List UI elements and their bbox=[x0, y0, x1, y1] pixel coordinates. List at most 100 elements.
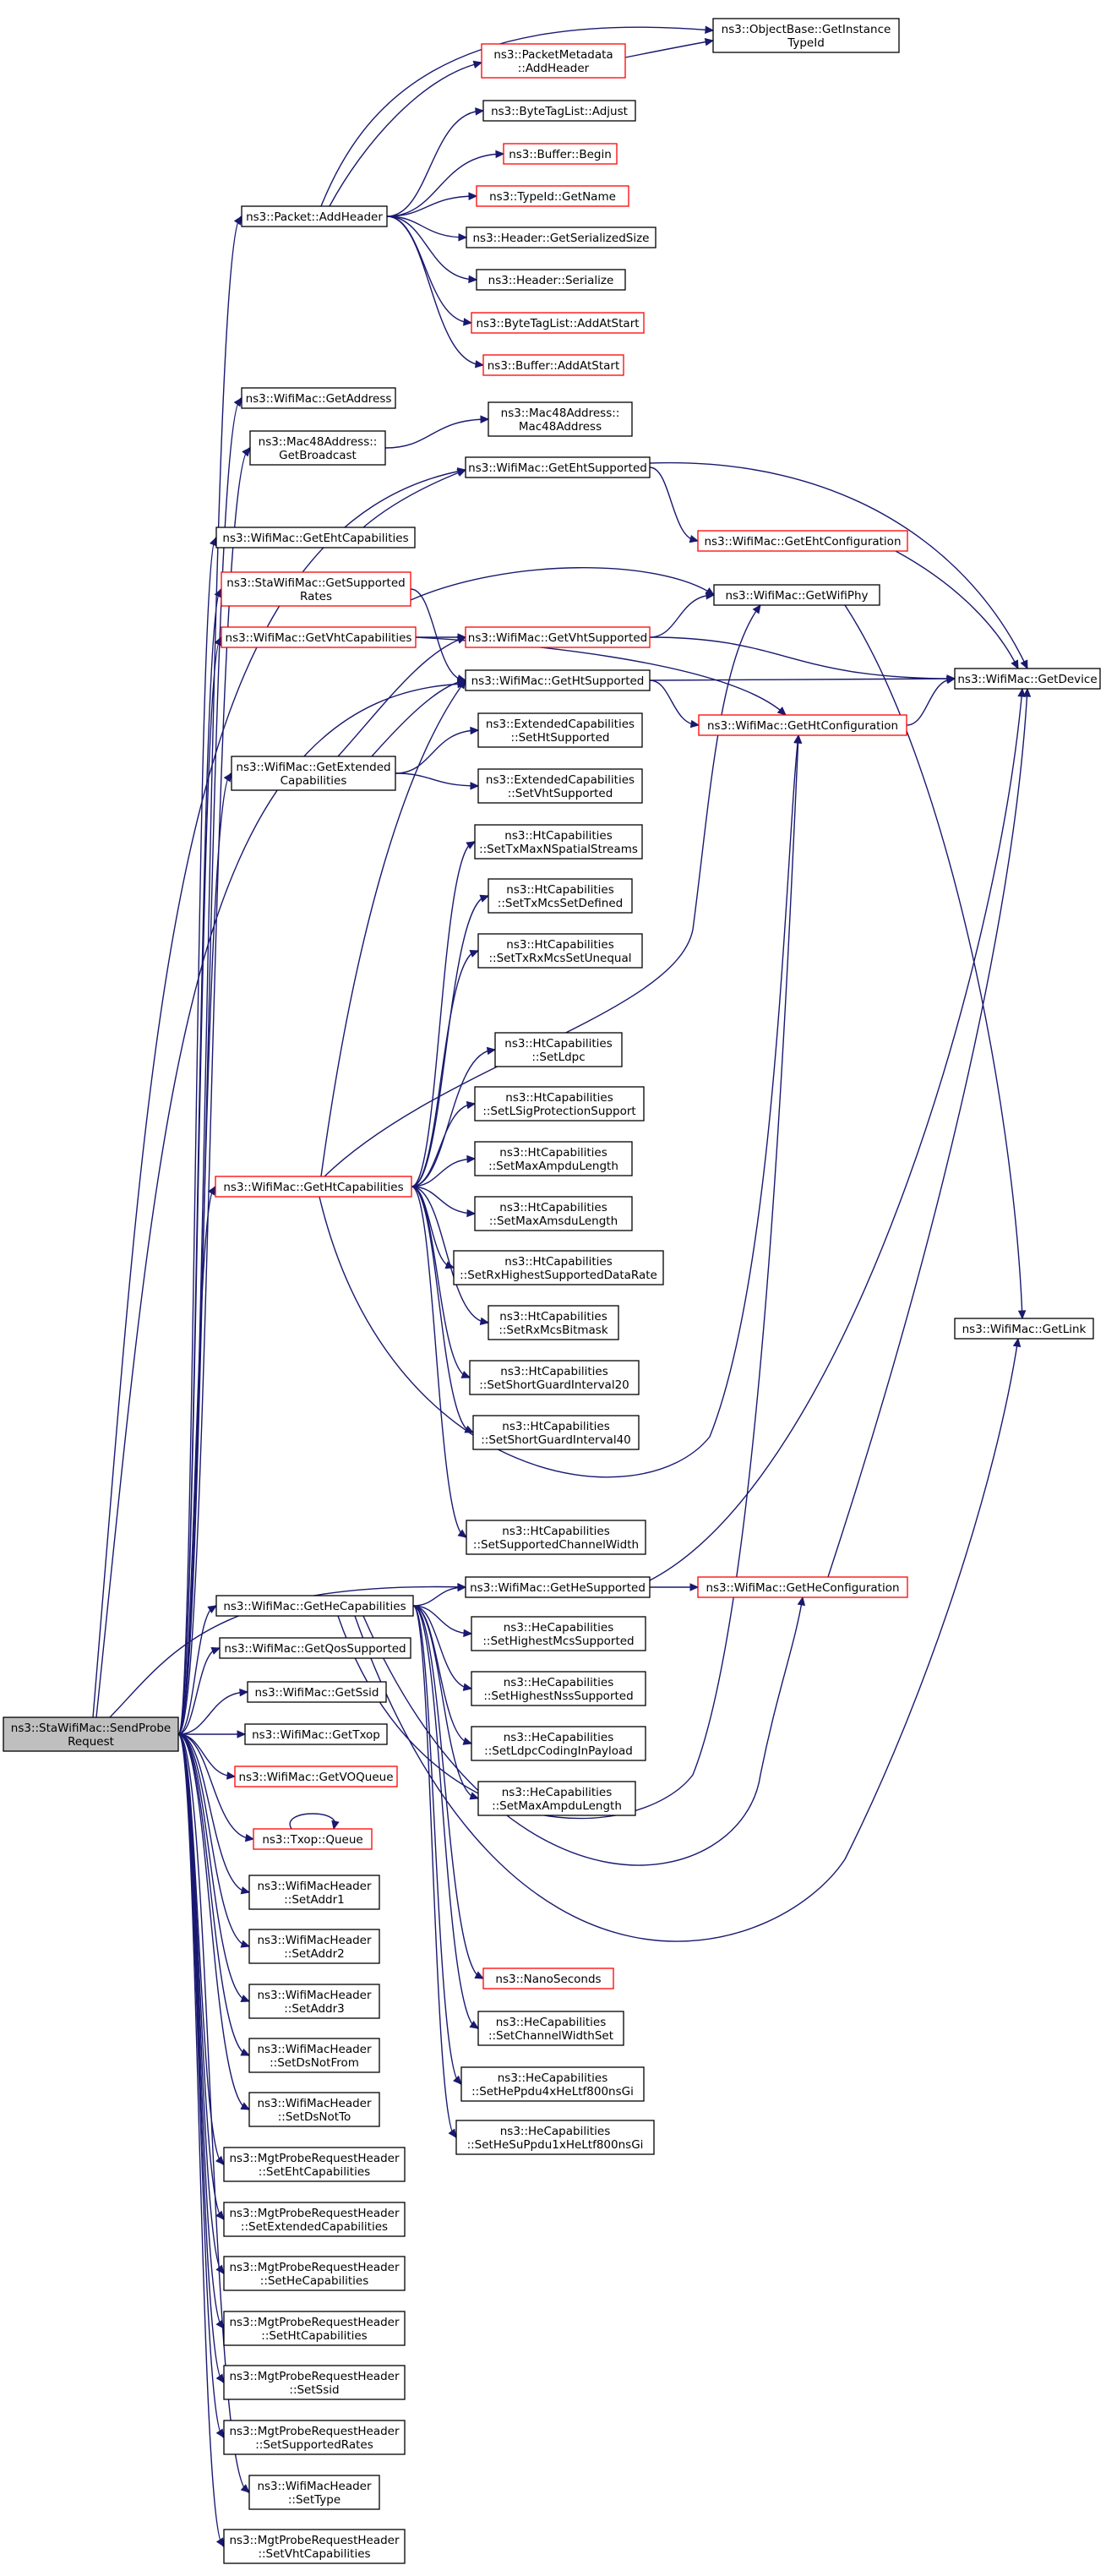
node-mprVht[interactable]: ns3::MgtProbeRequestHeader::SetVhtCapabi… bbox=[223, 2529, 406, 2564]
node-extSetVht[interactable]: ns3::ExtendedCapabilities::SetVhtSupport… bbox=[477, 768, 643, 804]
node-nanoSec[interactable]: ns3::NanoSeconds bbox=[482, 1967, 614, 1989]
node-box-setDsNotTo bbox=[248, 2092, 380, 2127]
node-hdrGetSize[interactable]: ns3::Header::GetSerializedSize bbox=[466, 226, 657, 248]
edge-getHeCaps-to-getLink bbox=[354, 1338, 1019, 1942]
node-mprRates[interactable]: ns3::MgtProbeRequestHeader::SetSupported… bbox=[223, 2420, 406, 2455]
node-setAddr3[interactable]: ns3::WifiMacHeader::SetAddr3 bbox=[248, 1984, 380, 2019]
node-mprHe[interactable]: ns3::MgtProbeRequestHeader::SetHeCapabil… bbox=[223, 2256, 406, 2291]
arrowhead-root-to-getTxop bbox=[237, 1730, 247, 1738]
node-getTxop[interactable]: ns3::WifiMac::GetTxop bbox=[244, 1723, 388, 1745]
node-hdrSerialize[interactable]: ns3::Header::Serialize bbox=[476, 269, 626, 291]
arrowhead-getHeSupp-to-getDevice bbox=[1017, 687, 1026, 697]
node-box-htSgi40 bbox=[472, 1415, 640, 1450]
node-htRxHigh[interactable]: ns3::HtCapabilities::SetRxHighestSupport… bbox=[453, 1250, 664, 1285]
node-htLdpc[interactable]: ns3::HtCapabilities::SetLdpc bbox=[494, 1032, 623, 1067]
arrowhead-root-to-mprHe bbox=[215, 2264, 225, 2274]
node-box-getVhtSupp bbox=[465, 626, 651, 648]
node-getVOQueue[interactable]: ns3::WifiMac::GetVOQueue bbox=[234, 1766, 398, 1787]
node-getSsid[interactable]: ns3::WifiMac::GetSsid bbox=[247, 1681, 387, 1703]
node-getVhtSupp[interactable]: ns3::WifiMac::GetVhtSupported bbox=[465, 626, 651, 648]
node-getWifiPhy[interactable]: ns3::WifiMac::GetWifiPhy bbox=[713, 584, 880, 606]
node-htLsig[interactable]: ns3::HtCapabilities::SetLSigProtectionSu… bbox=[474, 1086, 645, 1122]
node-tidGetName[interactable]: ns3::TypeId::GetName bbox=[476, 185, 629, 207]
arrowhead-getHeCaps-to-getHtConf bbox=[793, 734, 803, 744]
node-box-htRxHigh bbox=[453, 1250, 664, 1285]
node-txopQueue[interactable]: ns3::Txop::Queue bbox=[253, 1828, 373, 1850]
node-pmAddHeader[interactable]: ns3::PacketMetadata::AddHeader bbox=[481, 43, 626, 79]
arrowhead-root-to-setAddr3 bbox=[240, 1995, 251, 2003]
node-setType[interactable]: ns3::WifiMacHeader::SetType bbox=[248, 2475, 380, 2510]
node-bufBegin[interactable]: ns3::Buffer::Begin bbox=[503, 143, 618, 165]
node-btlAdjust[interactable]: ns3::ByteTagList::Adjust bbox=[482, 100, 636, 122]
node-setAddr1[interactable]: ns3::WifiMacHeader::SetAddr1 bbox=[248, 1875, 380, 1910]
node-htSgi40[interactable]: ns3::HtCapabilities::SetShortGuardInterv… bbox=[472, 1415, 640, 1450]
node-mprHt[interactable]: ns3::MgtProbeRequestHeader::SetHtCapabil… bbox=[223, 2311, 406, 2346]
node-getHeConf[interactable]: ns3::WifiMac::GetHeConfiguration bbox=[697, 1576, 908, 1598]
node-bufAddAtStart[interactable]: ns3::Buffer::AddAtStart bbox=[482, 354, 624, 376]
node-label-getHtSupp-0: ns3::WifiMac::GetHtSupported bbox=[471, 674, 645, 688]
node-mprEht[interactable]: ns3::MgtProbeRequestHeader::SetEhtCapabi… bbox=[223, 2147, 406, 2182]
arrowhead-getEhtSupp-to-getDevice bbox=[1020, 659, 1028, 670]
node-box-getEhtConf bbox=[697, 530, 908, 552]
node-box-getHtSupp bbox=[465, 669, 651, 691]
node-getQos[interactable]: ns3::WifiMac::GetQosSupported bbox=[219, 1637, 411, 1659]
node-label-getEhtCaps-0: ns3::WifiMac::GetEhtCapabilities bbox=[222, 532, 408, 545]
node-htTxMaxNss[interactable]: ns3::HtCapabilities::SetTxMaxNSpatialStr… bbox=[474, 824, 643, 860]
node-getHtSupp[interactable]: ns3::WifiMac::GetHtSupported bbox=[465, 669, 651, 691]
node-box-getVOQueue bbox=[234, 1766, 398, 1787]
node-setDsNotFrom[interactable]: ns3::WifiMacHeader::SetDsNotFrom bbox=[248, 2038, 380, 2073]
node-htTxMcsDef[interactable]: ns3::HtCapabilities::SetTxMcsSetDefined bbox=[488, 878, 633, 914]
node-heAmpdu[interactable]: ns3::HeCapabilities::SetMaxAmpduLength bbox=[477, 1781, 636, 1816]
node-macCtor[interactable]: ns3::Mac48Address::Mac48Address bbox=[488, 401, 633, 437]
node-getEhtSupp[interactable]: ns3::WifiMac::GetEhtSupported bbox=[465, 456, 651, 478]
node-box-heMcs bbox=[471, 1616, 646, 1651]
node-label-getQos-0: ns3::WifiMac::GetQosSupported bbox=[224, 1642, 406, 1656]
node-getEhtConf[interactable]: ns3::WifiMac::GetEhtConfiguration bbox=[697, 530, 908, 552]
node-getEhtCaps[interactable]: ns3::WifiMac::GetEhtCapabilities bbox=[215, 527, 416, 548]
node-getVhtCaps[interactable]: ns3::WifiMac::GetVhtCapabilities bbox=[221, 626, 417, 648]
node-heChWidth[interactable]: ns3::HeCapabilities::SetChannelWidthSet bbox=[477, 2011, 624, 2046]
node-heSuPpdu1x[interactable]: ns3::HeCapabilities::SetHeSuPpdu1xHeLtf8… bbox=[455, 2120, 655, 2155]
node-btlAddAtStart[interactable]: ns3::ByteTagList::AddAtStart bbox=[471, 312, 645, 334]
node-addHeader[interactable]: ns3::Packet::AddHeader bbox=[241, 205, 388, 227]
node-box-objGetTid bbox=[712, 18, 900, 53]
node-getLink[interactable]: ns3::WifiMac::GetLink bbox=[954, 1318, 1094, 1340]
node-getHtConf[interactable]: ns3::WifiMac::GetHtConfiguration bbox=[698, 714, 907, 736]
node-htTxRxUneq[interactable]: ns3::HtCapabilities::SetTxRxMcsSetUnequa… bbox=[477, 933, 643, 969]
edge-addHeader-to-tidGetName bbox=[386, 195, 477, 217]
node-htAmsdu[interactable]: ns3::HtCapabilities::SetMaxAmsduLength bbox=[474, 1196, 633, 1231]
edge-getEhtCaps-to-getEhtSupp bbox=[362, 469, 466, 528]
node-getHtCaps[interactable]: ns3::WifiMac::GetHtCapabilities bbox=[215, 1176, 412, 1198]
node-getHeSupp[interactable]: ns3::WifiMac::GetHeSupported bbox=[465, 1576, 651, 1598]
node-getHeCaps[interactable]: ns3::WifiMac::GetHeCapabilities bbox=[215, 1595, 414, 1617]
node-htRxMcs[interactable]: ns3::HtCapabilities::SetRxMcsBitmask bbox=[488, 1305, 619, 1340]
node-box-getEhtCaps bbox=[215, 527, 416, 548]
node-box-setAddr3 bbox=[248, 1984, 380, 2019]
node-box-macCtor bbox=[488, 401, 633, 437]
node-setAddr2[interactable]: ns3::WifiMacHeader::SetAddr2 bbox=[248, 1929, 380, 1964]
node-box-tidGetName bbox=[476, 185, 629, 207]
node-heLdpc[interactable]: ns3::HeCapabilities::SetLdpcCodingInPayl… bbox=[471, 1726, 646, 1761]
node-extSetHt[interactable]: ns3::ExtendedCapabilities::SetHtSupporte… bbox=[477, 712, 643, 748]
node-heMcs[interactable]: ns3::HeCapabilities::SetHighestMcsSuppor… bbox=[471, 1616, 646, 1651]
node-setDsNotTo[interactable]: ns3::WifiMacHeader::SetDsNotTo bbox=[248, 2092, 380, 2127]
node-htAmpdu[interactable]: ns3::HtCapabilities::SetMaxAmpduLength bbox=[474, 1141, 633, 1176]
node-mprExt[interactable]: ns3::MgtProbeRequestHeader::SetExtendedC… bbox=[223, 2202, 406, 2237]
node-label-heMcs-0: ns3::HeCapabilities bbox=[504, 1621, 613, 1635]
node-heNss[interactable]: ns3::HeCapabilities::SetHighestNssSuppor… bbox=[471, 1671, 646, 1706]
node-htChWidth[interactable]: ns3::HtCapabilities::SetSupportedChannel… bbox=[466, 1520, 646, 1555]
node-box-getDevice bbox=[954, 668, 1101, 690]
node-mprSsid[interactable]: ns3::MgtProbeRequestHeader::SetSsid bbox=[223, 2365, 406, 2400]
node-hePpdu4x[interactable]: ns3::HeCapabilities::SetHePpdu4xHeLtf800… bbox=[460, 2066, 645, 2102]
node-label-hePpdu4x-1: ::SetHePpdu4xHeLtf800nsGi bbox=[471, 2085, 634, 2098]
node-htSgi20[interactable]: ns3::HtCapabilities::SetShortGuardInterv… bbox=[469, 1360, 640, 1395]
node-getBroadcast[interactable]: ns3::Mac48Address::GetBroadcast bbox=[249, 430, 386, 466]
node-getAddress[interactable]: ns3::WifiMac::GetAddress bbox=[241, 387, 396, 409]
edge-root-to-getHeSupp bbox=[109, 1585, 466, 1718]
arrowhead-root-to-getHtCaps bbox=[207, 1185, 216, 1196]
node-getDevice[interactable]: ns3::WifiMac::GetDevice bbox=[954, 668, 1101, 690]
